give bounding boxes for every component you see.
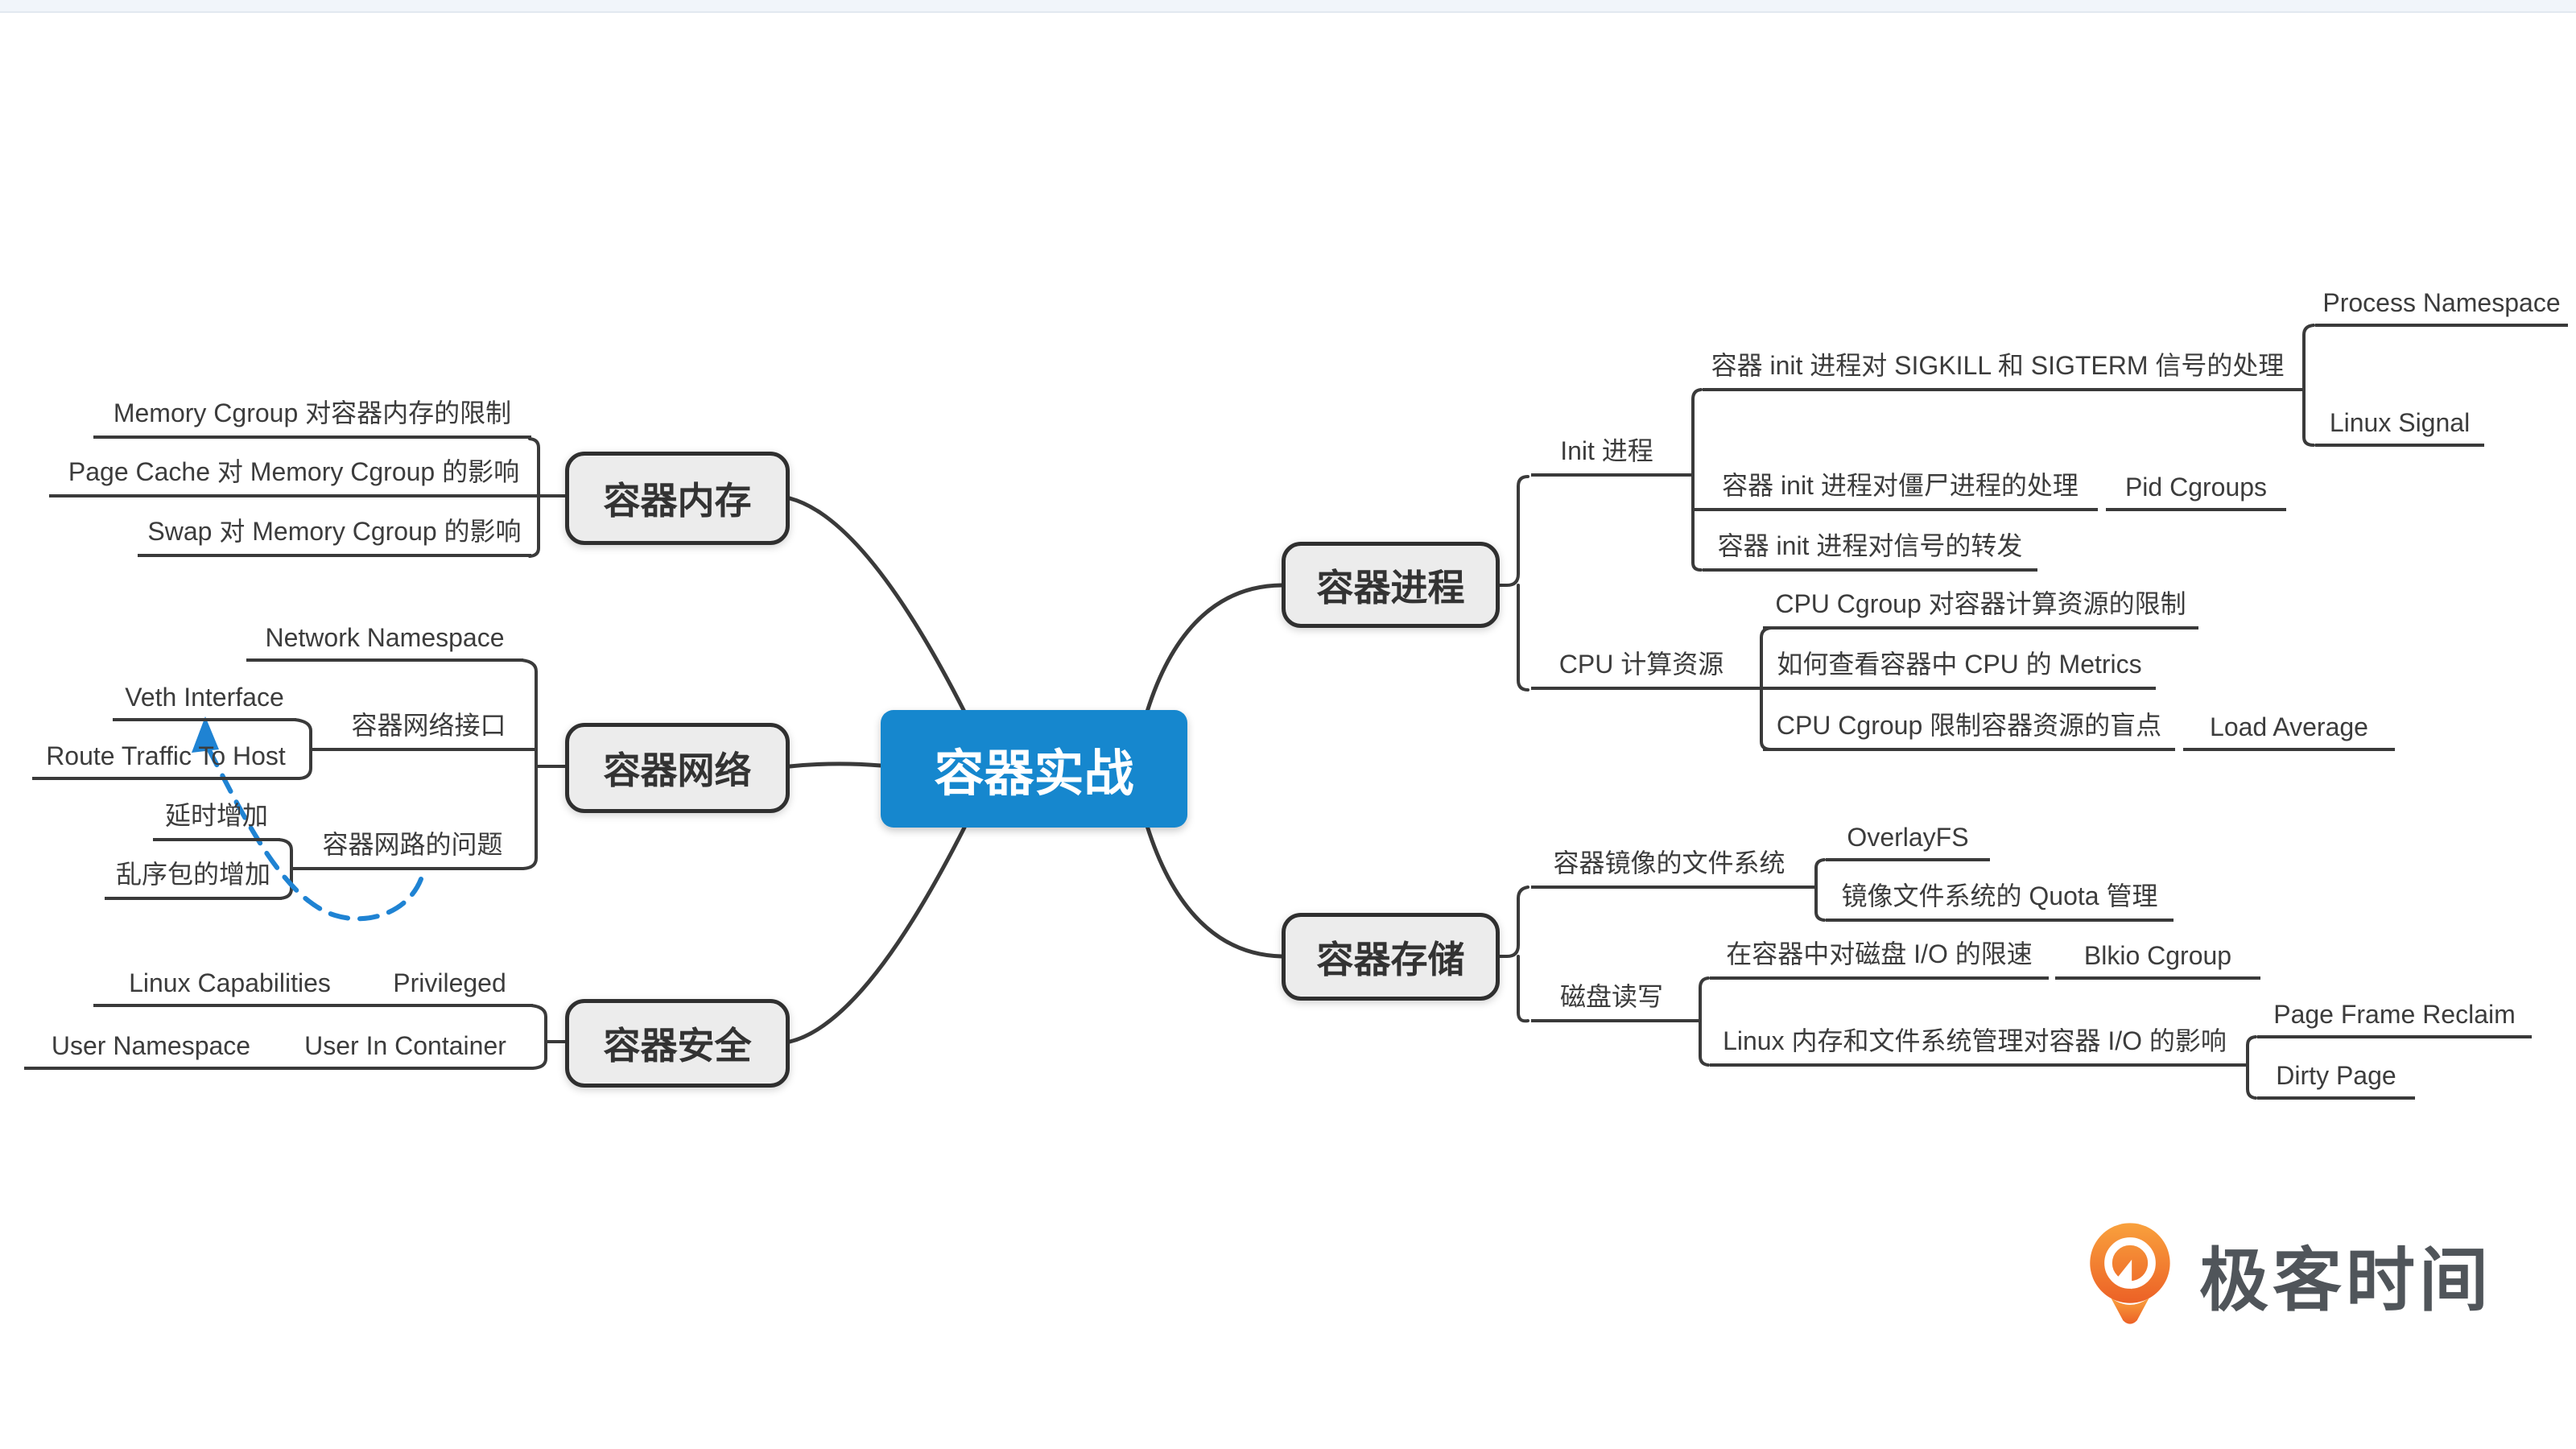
curve-root-storage [1145,824,1284,959]
curve-root-network [787,762,883,769]
node-memory-cgroup-limit[interactable]: Memory Cgroup 对容器内存的限制 [93,398,531,439]
node-blkio-cgroup[interactable]: Blkio Cgroup [2055,939,2260,980]
topic-container-network[interactable]: 容器网络 [565,723,790,813]
node-container-network-interface[interactable]: 容器网络接口 [334,711,523,751]
node-image-filesystem[interactable]: 容器镜像的文件系统 [1531,848,1807,889]
node-cpu-cgroup-blindspot[interactable]: CPU Cgroup 限制容器资源的盲点 [1763,711,2175,751]
branch-brackets [277,324,2315,1100]
root-node[interactable]: 容器实战 [881,710,1187,828]
node-pid-cgroups[interactable]: Pid Cgroups [2106,471,2286,511]
node-cpu-metrics[interactable]: 如何查看容器中 CPU 的 Metrics [1763,650,2156,690]
node-init-signal-forwarding[interactable]: 容器 init 进程对信号的转发 [1703,531,2037,572]
topic-container-storage[interactable]: 容器存储 [1282,913,1500,1001]
node-network-namespace[interactable]: Network Namespace [246,621,523,662]
node-dirty-page[interactable]: Dirty Page [2257,1059,2415,1100]
curve-root-process [1145,583,1284,714]
node-veth-interface[interactable]: Veth Interface [113,681,296,721]
browser-top-bar [0,0,2576,13]
node-out-of-order-packets[interactable]: 乱序包的增加 [105,860,282,900]
node-disk-read-write[interactable]: 磁盘读写 [1531,982,1692,1022]
topic-container-process[interactable]: 容器进程 [1282,542,1500,628]
topic-container-memory[interactable]: 容器内存 [565,452,790,545]
node-page-cache-effect[interactable]: Page Cache 对 Memory Cgroup 的影响 [49,457,539,497]
root-branch-curves [787,496,1284,1044]
node-page-frame-reclaim[interactable]: Page Frame Reclaim [2257,998,2532,1038]
geektime-icon [2090,1223,2170,1324]
node-init-sigkill-sigterm[interactable]: 容器 init 进程对 SIGKILL 和 SIGTERM 信号的处理 [1703,351,2293,391]
annotation-arrow [192,716,423,922]
node-network-problems[interactable]: 容器网路的问题 [302,830,523,870]
node-cpu-cgroup-limit[interactable]: CPU Cgroup 对容器计算资源的限制 [1763,589,2198,630]
geektime-logo-text: 极客时间 [2199,1241,2492,1319]
node-load-average[interactable]: Load Average [2183,711,2395,751]
node-route-traffic-to-host[interactable]: Route Traffic To Host [32,740,299,780]
geektime-logo: 极客时间 [2087,1217,2492,1330]
node-user-namespace[interactable]: User Namespace [24,1030,278,1070]
node-disk-io-throttle[interactable]: 在容器中对磁盘 I/O 的限速 [1710,939,2049,980]
node-linux-capabilities[interactable]: Linux Capabilities [93,967,366,1007]
node-init-zombie-process[interactable]: 容器 init 进程对僵尸进程的处理 [1703,471,2098,511]
topic-container-security[interactable]: 容器安全 [565,999,790,1088]
node-init-process[interactable]: Init 进程 [1531,436,1682,477]
curve-root-security [787,825,967,1044]
node-cpu-compute-resources[interactable]: CPU 计算资源 [1531,650,1752,690]
node-user-in-container[interactable]: User In Container [278,1030,533,1070]
node-linux-memory-fs-io-effect[interactable]: Linux 内存和文件系统管理对容器 I/O 的影响 [1710,1026,2240,1067]
node-privileged[interactable]: Privileged [366,967,533,1007]
node-quota-management[interactable]: 镜像文件系统的 Quota 管理 [1826,881,2174,922]
node-latency-increase[interactable]: 延时增加 [153,801,280,841]
node-swap-effect[interactable]: Swap 对 Memory Cgroup 的影响 [138,517,531,557]
node-linux-signal[interactable]: Linux Signal [2315,407,2484,447]
curve-root-memory [787,496,967,714]
node-process-namespace[interactable]: Process Namespace [2315,287,2568,327]
node-overlayfs[interactable]: OverlayFS [1826,821,1990,861]
